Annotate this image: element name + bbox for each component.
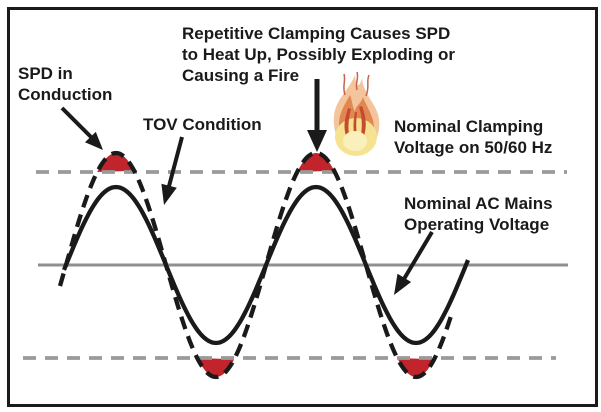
spd-conduction-label-line1: SPD in	[18, 64, 73, 83]
tov-waveform	[57, 150, 455, 380]
mains-voltage-label-line1: Nominal AC Mains	[404, 194, 553, 213]
mains-voltage-label-line2: Operating Voltage	[404, 215, 550, 234]
spd-conduction-region-bottom-2	[397, 358, 435, 377]
spd-conduction-arrow	[60, 106, 103, 150]
fire-warning-arrow	[307, 79, 327, 152]
fire-icon	[333, 71, 380, 156]
warning-label-line3: Causing a Fire	[182, 66, 300, 85]
clamping-voltage-label: Nominal Clamping Voltage on 50/60 Hz	[394, 116, 552, 158]
spd-conduction-label: SPD in Conduction	[18, 63, 112, 105]
mains-voltage-label: Nominal AC Mains Operating Voltage	[404, 193, 553, 235]
warning-label-line2: to Heat Up, Possibly Exploding or	[182, 45, 455, 64]
mains-voltage-arrow	[394, 230, 434, 295]
spd-conduction-region-top-1	[97, 153, 135, 172]
nominal-waveform	[62, 184, 470, 346]
tov-condition-label: TOV Condition	[143, 115, 262, 134]
tov-condition-arrow	[161, 136, 184, 205]
spd-conduction-label-line2: Conduction	[18, 85, 113, 104]
clamping-voltage-label-line2: Voltage on 50/60 Hz	[394, 138, 553, 157]
diagram-border	[7, 7, 598, 407]
warning-label: Repetitive Clamping Causes SPD to Heat U…	[182, 23, 455, 86]
warning-label-line1: Repetitive Clamping Causes SPD	[182, 24, 451, 43]
clamping-voltage-label-line1: Nominal Clamping	[394, 117, 544, 136]
